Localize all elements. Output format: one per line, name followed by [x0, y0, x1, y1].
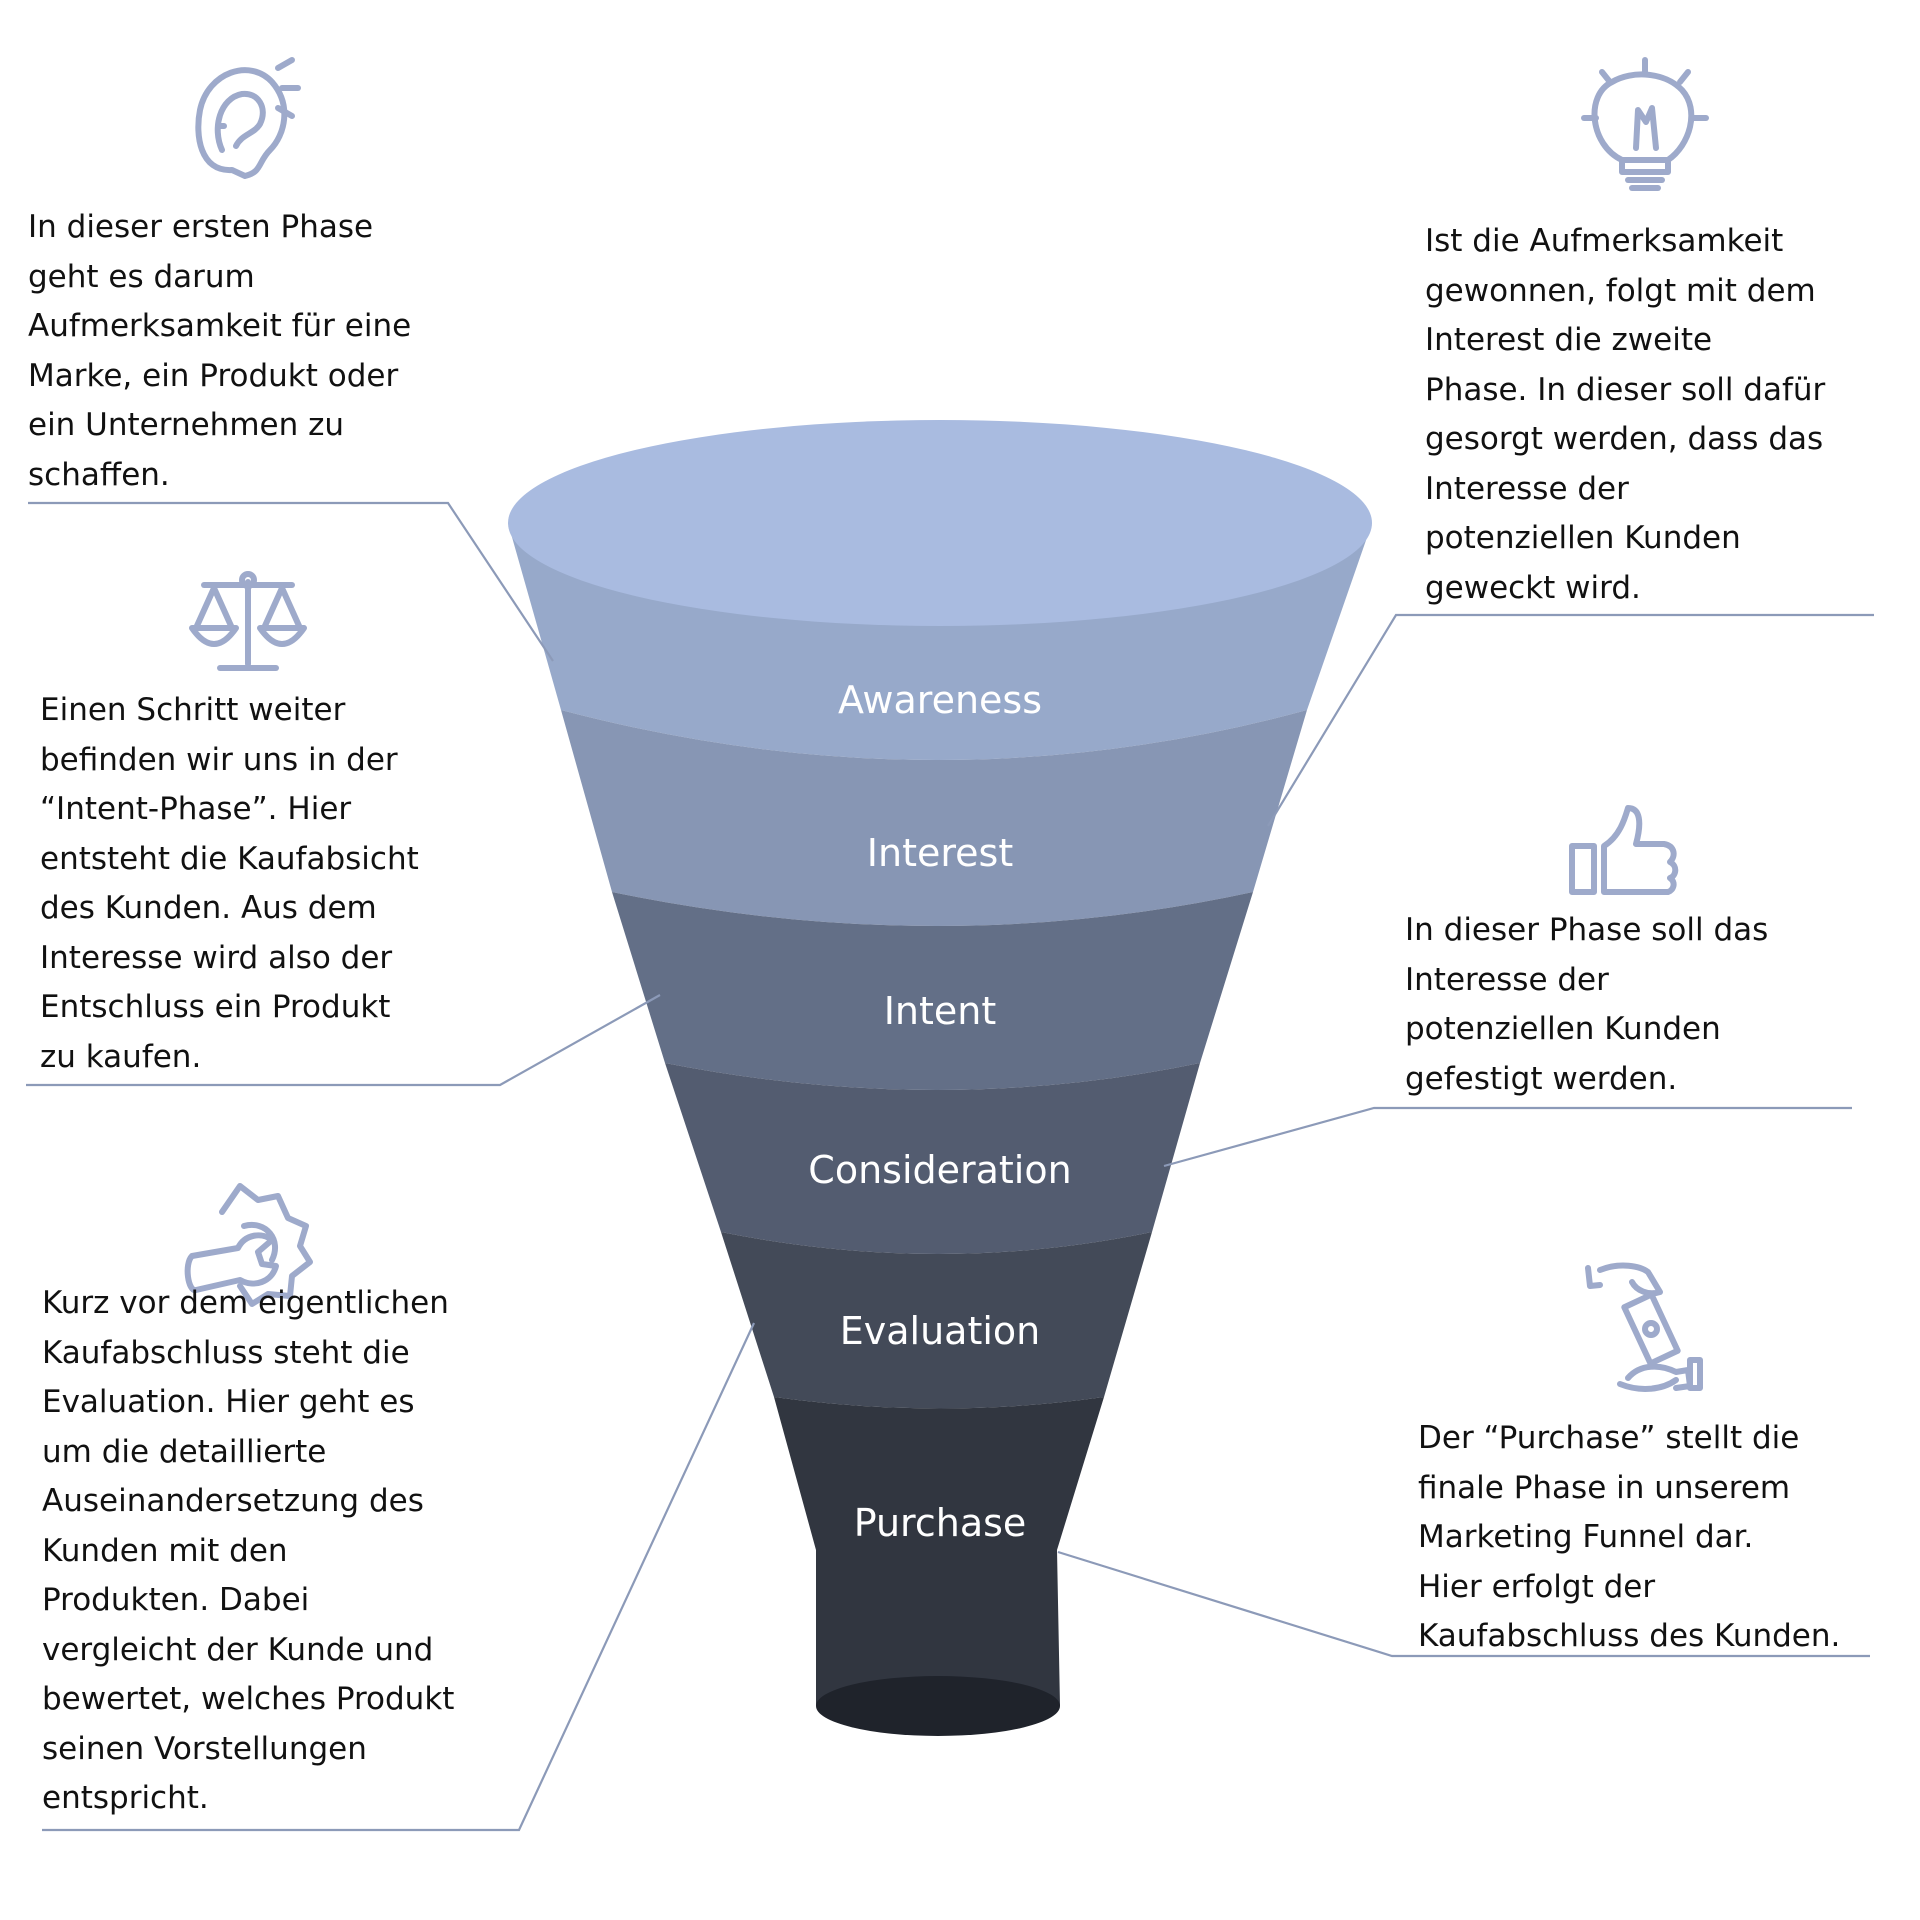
- description-intent: Einen Schritt weiter befinden wir uns in…: [40, 692, 419, 1075]
- thumbs-up-icon: [1569, 805, 1679, 895]
- description-interest: Ist die Aufmerksamkeit gewonnen, folgt m…: [1425, 223, 1826, 606]
- money-hands-icon: [1585, 1262, 1703, 1392]
- description-consideration: In dieser Phase soll das Interesse der p…: [1405, 912, 1769, 1097]
- description-awareness: In dieser ersten Phase geht es darum Auf…: [28, 209, 412, 493]
- leader-line-intent: [26, 994, 661, 1087]
- funnel-spout-base: [816, 1676, 1060, 1736]
- stage-label-purchase: Purchase: [854, 1501, 1027, 1545]
- funnel-band-consideration: [665, 1063, 1200, 1254]
- lightbulb-icon: [1581, 57, 1709, 191]
- stage-label-consideration: Consideration: [808, 1148, 1071, 1192]
- scales-icon: [189, 571, 307, 671]
- funnel-band-intent: [612, 892, 1253, 1090]
- stage-label-evaluation: Evaluation: [840, 1309, 1041, 1353]
- stage-label-awareness: Awareness: [838, 678, 1042, 722]
- funnel-top-opening: [508, 420, 1372, 626]
- funnel-band-purchase: [774, 1397, 1104, 1706]
- funnel-band-evaluation: [721, 1232, 1152, 1409]
- wrench-gear-icon: [184, 1183, 313, 1307]
- leader-line-purchase: [1057, 1550, 1870, 1658]
- description-evaluation: Kurz vor dem eigentlichen Kaufabschluss …: [42, 1285, 455, 1816]
- leader-line-consideration: [1163, 1106, 1852, 1168]
- ear-icon: [195, 57, 301, 179]
- leader-line-awareness: [28, 501, 554, 662]
- leader-line-evaluation: [42, 1322, 755, 1832]
- funnel-band-interest: [561, 710, 1307, 926]
- leader-line-interest: [1267, 613, 1874, 827]
- stage-label-intent: Intent: [884, 989, 997, 1033]
- stage-label-interest: Interest: [867, 831, 1013, 875]
- description-purchase: Der “Purchase” stellt die finale Phase i…: [1418, 1420, 1841, 1654]
